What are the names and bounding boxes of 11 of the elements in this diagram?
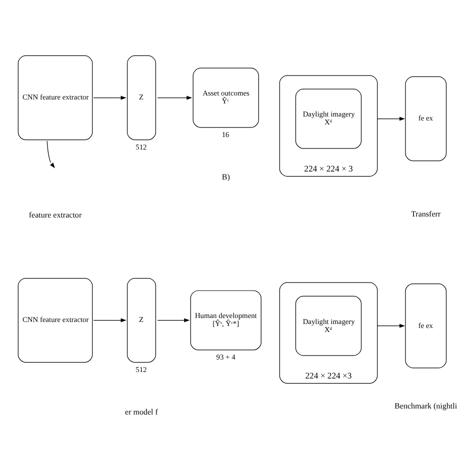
- arrow: [46, 140, 55, 168]
- arrow: [377, 324, 406, 328]
- arrow: [93, 96, 126, 100]
- arrow: [157, 96, 192, 100]
- arrow: [93, 318, 126, 322]
- cluster: [279, 282, 378, 384]
- node-label: 224 × 224 ×3: [305, 370, 352, 381]
- cluster: [279, 75, 378, 177]
- arrow: [377, 116, 406, 121]
- node-label: 224 × 224 × 3: [304, 163, 353, 174]
- arrow: [157, 318, 190, 322]
